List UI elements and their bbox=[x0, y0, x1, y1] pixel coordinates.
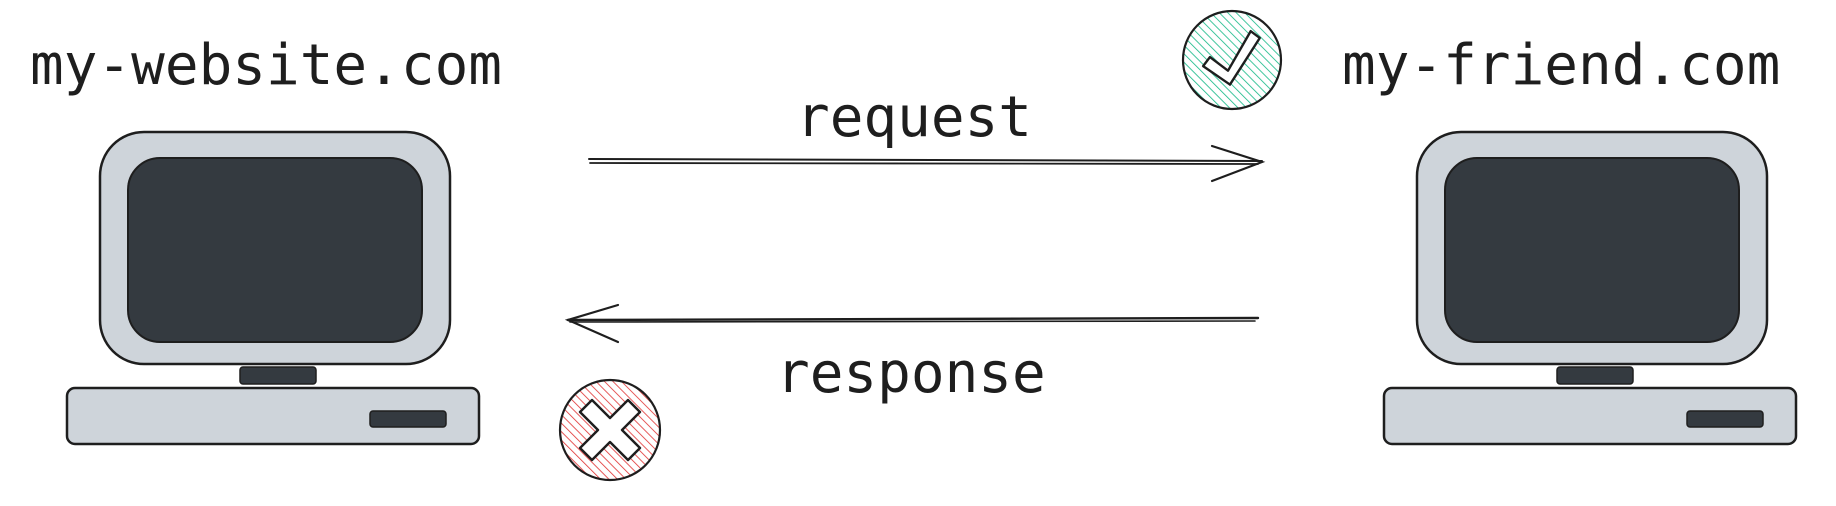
checkmark-icon bbox=[1181, 9, 1283, 111]
request-label: request bbox=[796, 85, 1033, 150]
response-arrow bbox=[564, 303, 1260, 344]
response-label: response bbox=[776, 341, 1046, 406]
right-computer-icon bbox=[1382, 130, 1798, 446]
request-arrow bbox=[588, 144, 1266, 183]
left-computer-icon bbox=[65, 130, 481, 446]
cross-icon bbox=[558, 378, 662, 482]
right-host-label: my-friend.com bbox=[1342, 33, 1781, 98]
left-host-label: my-website.com bbox=[30, 33, 503, 98]
